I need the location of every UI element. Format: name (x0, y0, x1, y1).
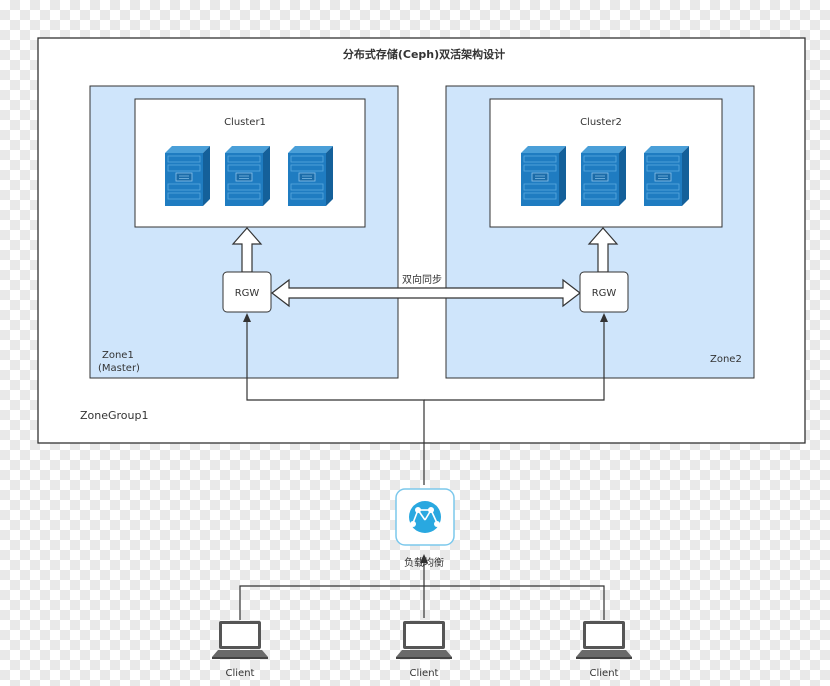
client-label: Client (590, 668, 619, 679)
rgw1-box (222, 271, 272, 313)
server-icon (580, 145, 627, 207)
zonegroup-label: ZoneGroup1 (80, 409, 149, 422)
lb-to-rgw-connector (424, 316, 605, 401)
zone1-label: Zone1 (102, 350, 134, 361)
laptop-icon (396, 621, 452, 659)
cluster2-label: Cluster2 (580, 117, 622, 128)
sync-label: 双向同步 (402, 273, 442, 286)
rgw2-box (579, 271, 629, 313)
zone1-sublabel: (Master) (98, 363, 140, 374)
server-icon (287, 145, 334, 207)
arrowhead (600, 313, 608, 322)
arrowhead (243, 313, 251, 322)
rgw1-label: RGW (235, 288, 260, 299)
server-icon (643, 145, 690, 207)
lb-to-rgw-connector (246, 316, 425, 485)
client-label: Client (226, 668, 255, 679)
client-label: Client (410, 668, 439, 679)
zone2-label: Zone2 (710, 354, 742, 365)
cluster1-label: Cluster1 (224, 117, 266, 128)
diagram-title: 分布式存储(Ceph)双活架构设计 (343, 47, 505, 61)
client-connector (239, 585, 605, 620)
server-icon (164, 145, 211, 207)
server-icon (224, 145, 271, 207)
server-icon (520, 145, 567, 207)
rgw2-label: RGW (592, 288, 617, 299)
arrowhead (420, 554, 428, 563)
load-balancer-icon (402, 495, 448, 539)
laptop-icon (576, 621, 632, 659)
laptop-icon (212, 621, 268, 659)
